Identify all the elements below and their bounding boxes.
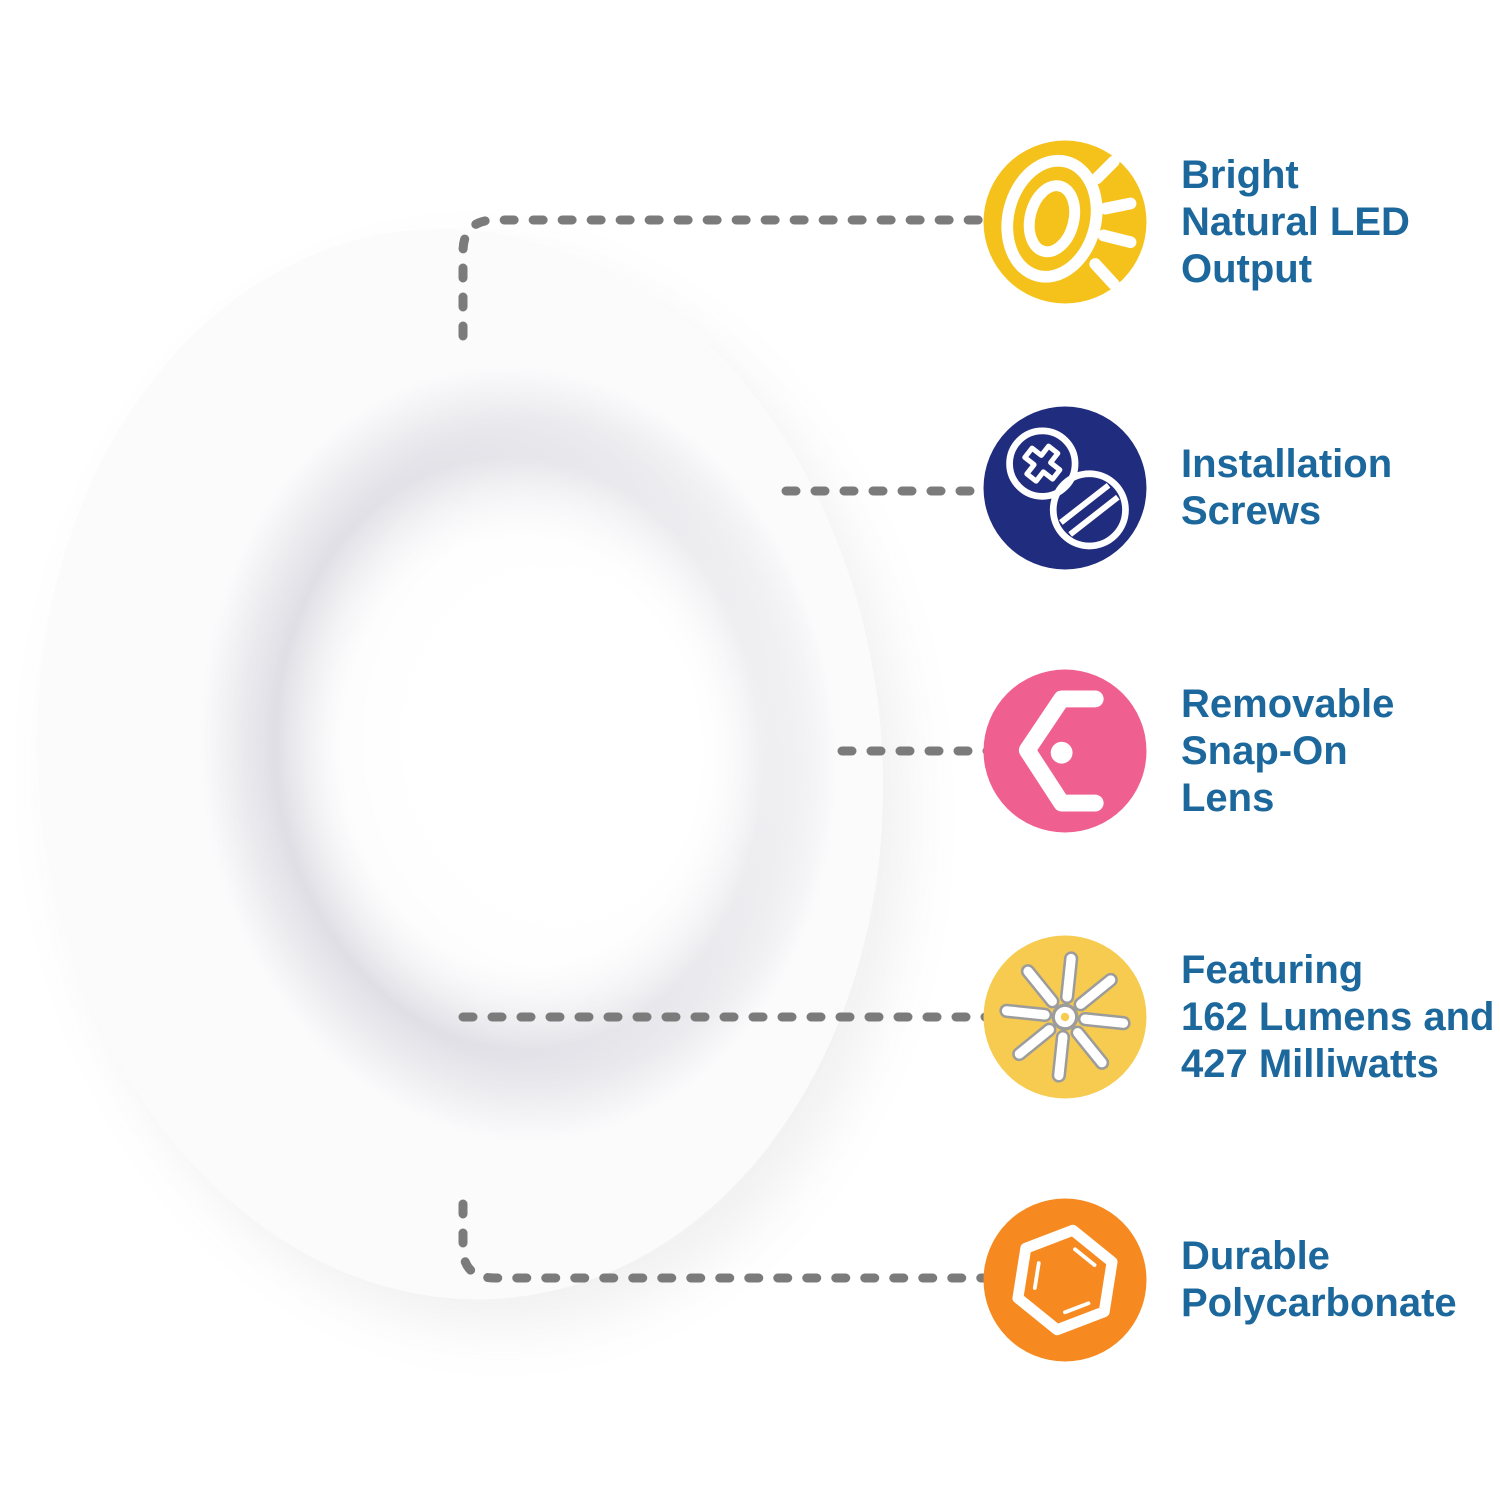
- led-glow-icon: [983, 140, 1147, 304]
- feature-label-line: Bright: [1181, 152, 1299, 197]
- feature-removable-snap-on-lens: Removable Snap-On Lens: [981, 667, 1394, 835]
- polycarbonate-hexagon-icon: [983, 1198, 1147, 1362]
- feature-label: Bright Natural LED Output: [1181, 152, 1410, 293]
- feature-label-line: Polycarbonate: [1181, 1281, 1457, 1325]
- feature-label-line: Durable: [1181, 1234, 1330, 1278]
- feature-installation-screws: Installation Screws: [981, 404, 1392, 572]
- led-puck-light-product: [0, 193, 928, 1335]
- feature-durable-polycarbonate: Durable Polycarbonate: [981, 1196, 1457, 1364]
- feature-label: Featuring 162 Lumens and 427 Milliwatts: [1181, 947, 1494, 1088]
- feature-lumens-milliwatts: Featuring 162 Lumens and 427 Milliwatts: [981, 933, 1494, 1101]
- feature-label-line: 162 Lumens and: [1181, 994, 1495, 1039]
- feature-label-line: 427 Milliwatts: [1181, 1041, 1439, 1086]
- feature-bright-natural-led-output: Bright Natural LED Output: [981, 138, 1410, 306]
- feature-label-line: Installation: [1181, 442, 1393, 486]
- snap-on-lens-icon: [983, 669, 1147, 833]
- feature-label-line: Snap-On: [1181, 728, 1348, 773]
- feature-label-line: Lens: [1181, 775, 1275, 820]
- feature-label-line: Featuring: [1181, 947, 1364, 992]
- feature-label: Durable Polycarbonate: [1181, 1233, 1457, 1327]
- feature-label: Installation Screws: [1181, 441, 1392, 535]
- feature-label-line: Natural LED: [1181, 199, 1410, 244]
- feature-label-line: Removable: [1181, 681, 1395, 726]
- icon-circle: [983, 1198, 1147, 1362]
- screws-icon: [983, 406, 1147, 570]
- feature-label-line: Screws: [1181, 489, 1322, 533]
- feature-label: Removable Snap-On Lens: [1181, 681, 1394, 822]
- feature-label-line: Output: [1181, 246, 1313, 291]
- starburst-icon: [983, 935, 1147, 1099]
